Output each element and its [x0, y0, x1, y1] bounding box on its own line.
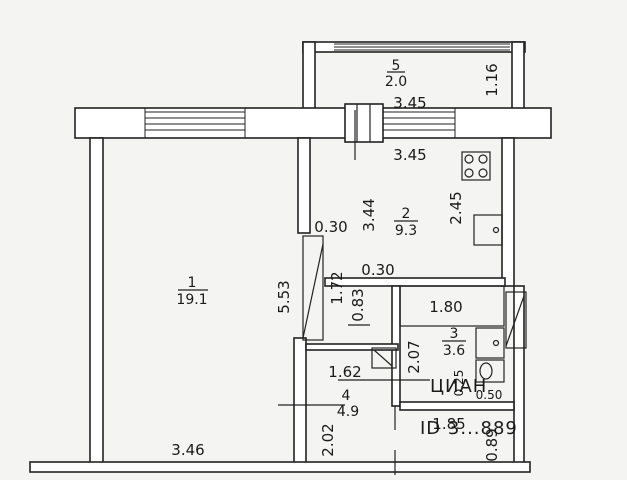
washbasin-icon — [475, 327, 505, 359]
room-number: 2 — [402, 206, 411, 222]
room-label-4: 4 4.9 — [337, 388, 359, 420]
dim-balcony-depth: 1.16 — [483, 63, 501, 96]
room-label-3: 3 3.6 — [442, 326, 466, 359]
dim-wall-030-b: 0.30 — [361, 261, 394, 279]
dim-balcony-width: 3.45 — [393, 94, 426, 112]
kitchen-sink-icon — [473, 214, 503, 246]
toilet-icon — [475, 359, 505, 383]
room-area: 2.0 — [385, 74, 407, 90]
balcony-window — [334, 43, 510, 51]
dim-bath-height: 2.07 — [405, 340, 423, 373]
room-area: 9.3 — [395, 223, 417, 239]
room-number: 3 — [450, 326, 459, 342]
window-room-1 — [144, 108, 246, 138]
room-area: 3.6 — [443, 343, 465, 359]
dim-room1-width: 3.46 — [171, 441, 204, 459]
room-number: 1 — [188, 275, 197, 291]
dim-hall-202: 2.02 — [319, 423, 337, 456]
dim-kitchen-length: 3.44 — [360, 198, 378, 231]
balcony — [302, 41, 526, 123]
dim-bottom-089: 0.89 — [483, 428, 501, 461]
dim-bath-width: 1.80 — [429, 298, 462, 316]
dim-room1-height: 5.53 — [275, 280, 293, 313]
room-label-2: 2 9.3 — [394, 206, 418, 239]
room-area: 19.1 — [176, 292, 207, 308]
dim-corridor-083: 0.83 — [349, 288, 367, 321]
balcony-door — [344, 103, 384, 143]
door-room-1 — [302, 235, 324, 341]
room-number: 4 — [342, 388, 351, 404]
watermark-top: ЦИАН — [430, 376, 487, 397]
stove-icon — [461, 151, 491, 181]
dim-bottom-185: 1.85 — [432, 415, 465, 433]
door-bathroom — [505, 291, 527, 349]
dimension-lines — [278, 110, 430, 475]
dim-small-025: 0.25 — [452, 370, 466, 397]
bathtub-icon — [399, 285, 505, 327]
watermark-bottom: ID 3...889 — [420, 418, 518, 439]
dim-wall-030-a: 0.30 — [314, 218, 347, 236]
exterior-wall — [74, 103, 552, 143]
room-number: 5 — [392, 58, 401, 74]
dim-hall-162: 1.62 — [328, 363, 361, 381]
dim-small-050: 0.50 — [476, 388, 503, 402]
door-hall — [371, 347, 397, 369]
watermark: ЦИАН ID 3...889 — [420, 376, 518, 439]
window-kitchen — [382, 108, 456, 138]
dim-kitchen-side: 2.45 — [447, 191, 465, 224]
room-label-5: 5 2.0 — [385, 58, 407, 90]
room-area: 4.9 — [337, 404, 359, 420]
room-label-1: 1 19.1 — [176, 275, 208, 308]
dim-kitchen-width: 3.45 — [393, 146, 426, 164]
interior-walls — [29, 137, 531, 473]
dim-corridor-172: 1.72 — [328, 271, 346, 304]
